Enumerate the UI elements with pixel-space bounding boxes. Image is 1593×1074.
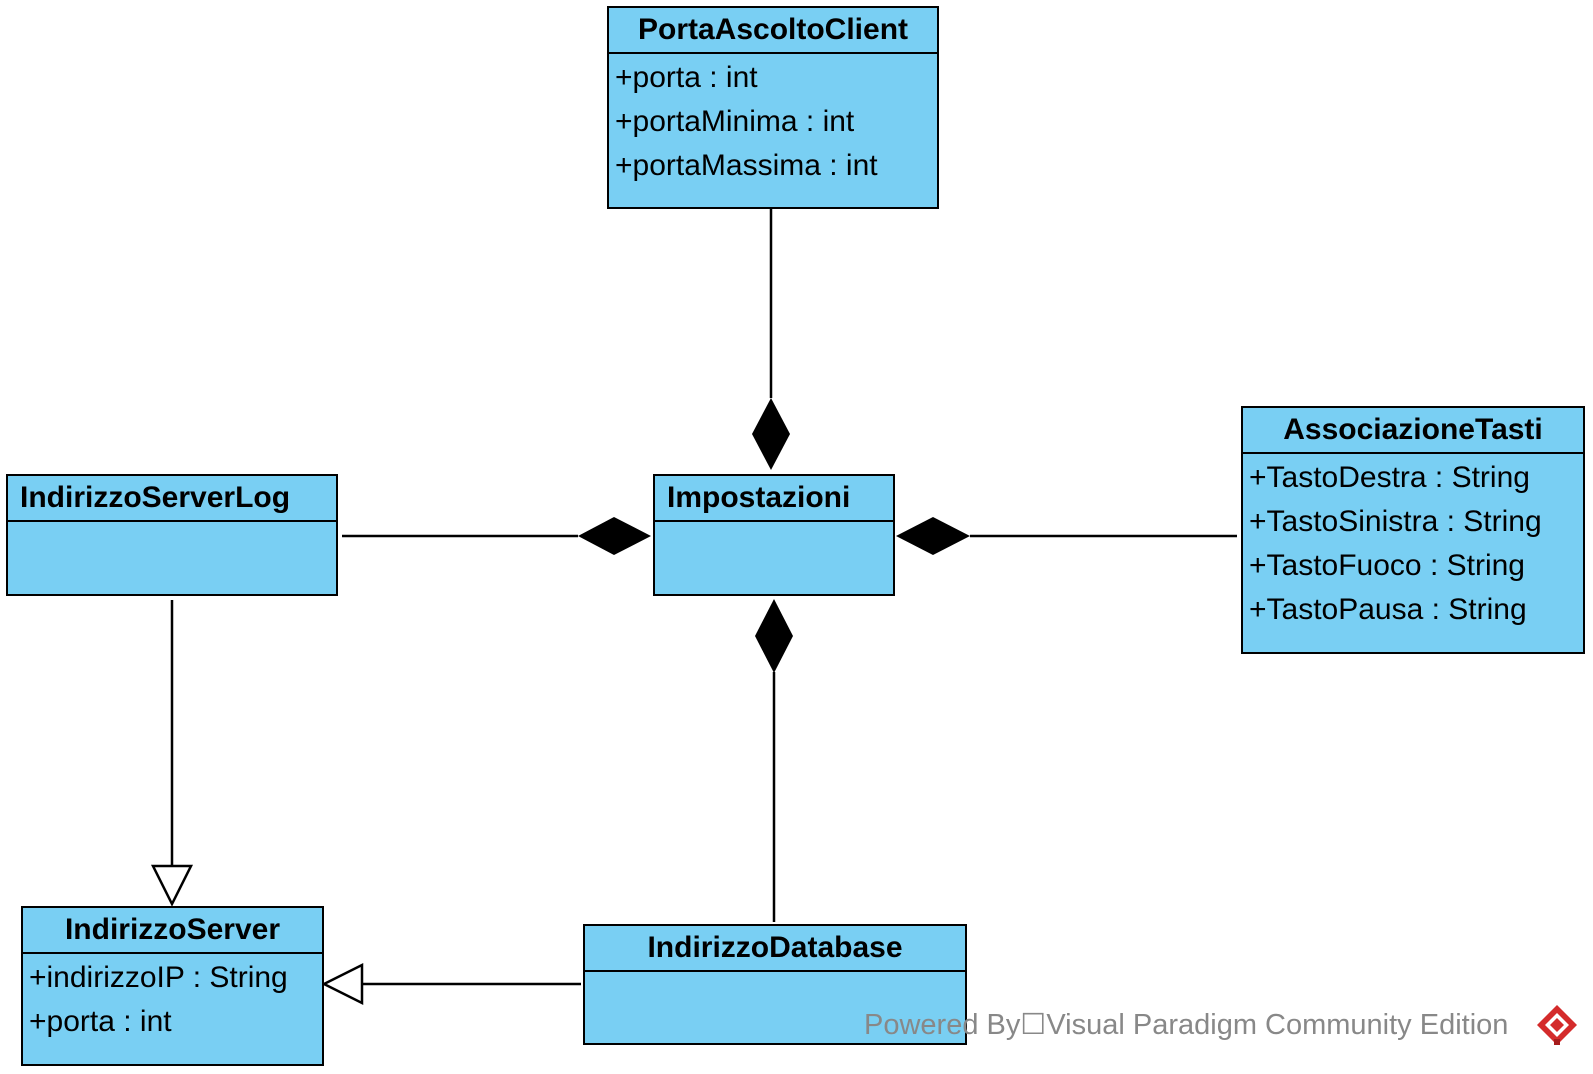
attribute: +porta : int bbox=[615, 61, 758, 94]
generalization-arrow-icon bbox=[150, 864, 194, 907]
class-name: AssociazioneTasti bbox=[1243, 408, 1583, 454]
attribute-compartment: +porta : int +portaMinima : int +portaMa… bbox=[609, 54, 937, 188]
attribute: +TastoDestra : String bbox=[1249, 461, 1530, 494]
attribute: +portaMassima : int bbox=[615, 149, 878, 182]
attribute-compartment: +TastoDestra : String +TastoSinistra : S… bbox=[1243, 454, 1583, 632]
attribute-compartment bbox=[8, 522, 336, 524]
class-name: IndirizzoDatabase bbox=[585, 926, 965, 972]
class-indirizzo-server-log[interactable]: IndirizzoServerLog bbox=[6, 474, 338, 596]
attribute: +TastoFuoco : String bbox=[1249, 549, 1525, 582]
class-indirizzo-server[interactable]: IndirizzoServer +indirizzoIP : String +p… bbox=[21, 906, 324, 1066]
composition-porta-ascolto-client[interactable] bbox=[752, 208, 790, 470]
generalization-arrow-icon bbox=[321, 962, 364, 1006]
class-name: IndirizzoServerLog bbox=[8, 476, 336, 522]
composition-indirizzo-server-log[interactable] bbox=[342, 517, 651, 555]
composition-indirizzo-database[interactable] bbox=[755, 599, 793, 922]
attribute: +TastoSinistra : String bbox=[1249, 505, 1542, 538]
class-name: PortaAscoltoClient bbox=[609, 8, 937, 54]
attribute: +portaMinima : int bbox=[615, 105, 855, 138]
composition-diamond-icon bbox=[755, 599, 793, 673]
class-associazione-tasti[interactable]: AssociazioneTasti +TastoDestra : String … bbox=[1241, 406, 1585, 654]
visual-paradigm-logo-icon bbox=[1537, 1005, 1577, 1045]
attribute: +porta : int bbox=[29, 1005, 172, 1038]
class-name: IndirizzoServer bbox=[23, 908, 322, 954]
class-porta-ascolto-client[interactable]: PortaAscoltoClient +porta : int +portaMi… bbox=[607, 6, 939, 209]
generalization-indirizzo-server-log[interactable] bbox=[150, 600, 194, 907]
class-name: Impostazioni bbox=[655, 476, 893, 522]
attribute-compartment bbox=[655, 522, 893, 524]
generalization-indirizzo-database[interactable] bbox=[321, 962, 581, 1006]
composition-diamond-icon bbox=[896, 517, 970, 555]
attribute: +TastoPausa : String bbox=[1249, 593, 1527, 626]
class-indirizzo-database[interactable]: IndirizzoDatabase bbox=[583, 924, 967, 1045]
attribute: +indirizzoIP : String bbox=[29, 961, 288, 994]
composition-associazione-tasti[interactable] bbox=[896, 517, 1237, 555]
composition-diamond-icon bbox=[752, 398, 790, 470]
attribute-compartment bbox=[585, 972, 965, 974]
class-impostazioni[interactable]: Impostazioni bbox=[653, 474, 895, 596]
watermark-text: Powered By☐Visual Paradigm Community Edi… bbox=[864, 1009, 1509, 1041]
composition-diamond-icon bbox=[578, 517, 651, 555]
attribute-compartment: +indirizzoIP : String +porta : int bbox=[23, 954, 322, 1044]
